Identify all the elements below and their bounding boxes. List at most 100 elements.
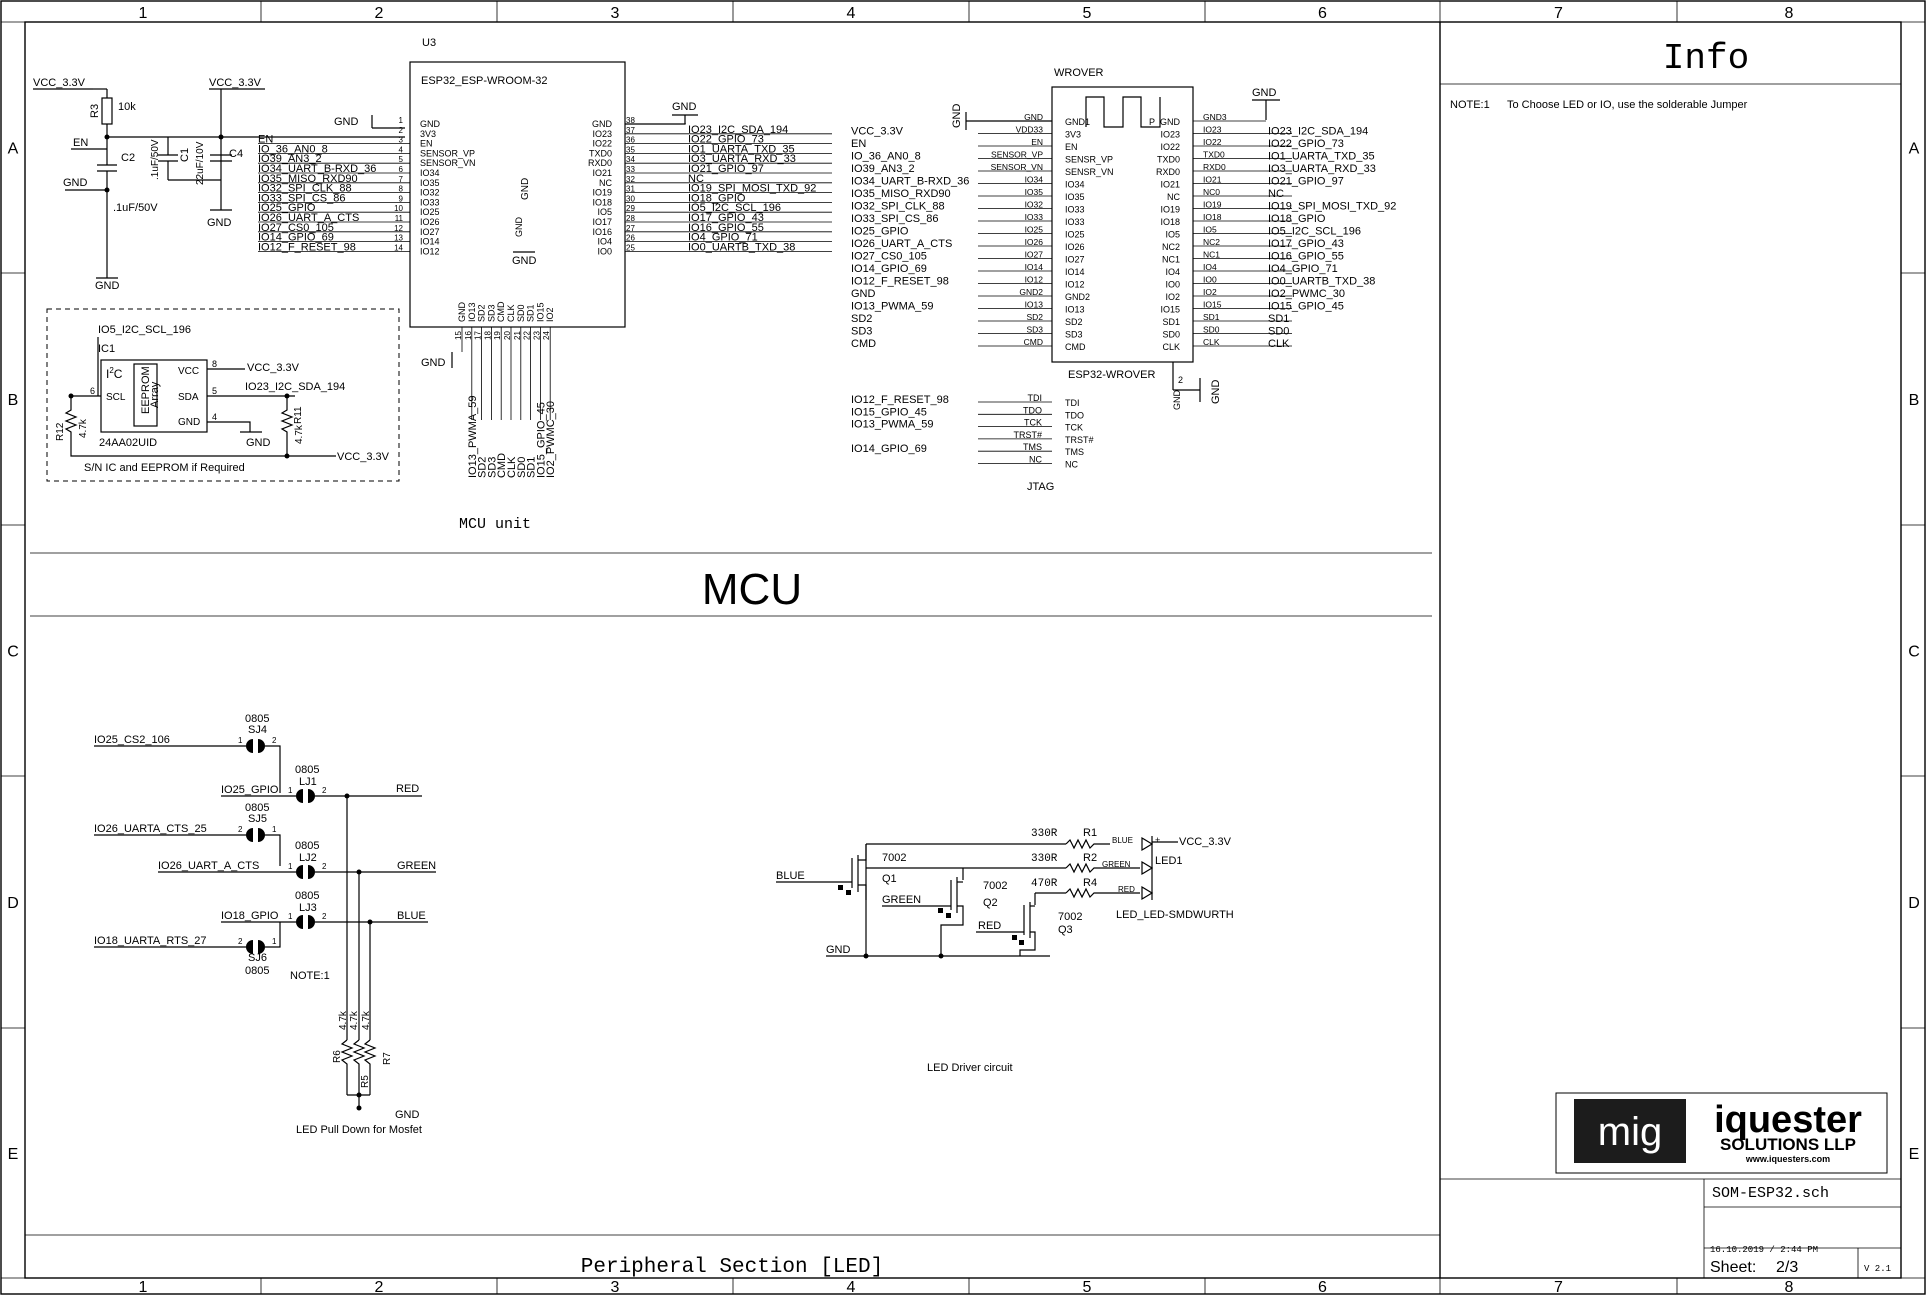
jtag-pin: NC: [1065, 460, 1078, 470]
grid-col-bottom: 1: [139, 1279, 148, 1295]
wrover-left-pad: IO27: [1025, 250, 1044, 260]
power-decoupling: VCC_3.3V R3 10k EN C2 GND .1uF/50V GND V…: [33, 77, 405, 292]
jtag-pin: TMS: [1065, 447, 1084, 457]
r3-name: R3: [89, 104, 101, 118]
gnd-label-c: GND: [207, 217, 232, 229]
eeprom-section-label: S/N IC and EEPROM if Required: [84, 462, 245, 474]
u3-left-pin: SENSOR_VP: [420, 148, 475, 158]
green-net: GREEN: [397, 860, 436, 872]
u3-right-pin-num: 33: [626, 165, 635, 174]
led1-blue-diode: [1141, 836, 1154, 852]
wrover-right-pin: IO21: [1160, 180, 1180, 190]
u3-gnd-inner: GND: [520, 178, 531, 200]
c4-value: 22uF/10V: [195, 141, 206, 185]
wrover-left-net: GND: [851, 288, 876, 300]
lj2-jumper: [296, 865, 315, 879]
u3-bottom-net: SD0: [516, 457, 528, 478]
mcu-banner: MCU MCU unit: [30, 516, 1432, 617]
lj2-net: IO26_UART_A_CTS: [158, 860, 259, 872]
ic1-part: 24AA02UID: [99, 437, 157, 449]
r1-name: R1: [1083, 827, 1097, 839]
jtag-pad: TCK: [1024, 418, 1042, 428]
u3-right-pin-num: 31: [626, 185, 635, 194]
u3-bottom-pin: SD3: [486, 304, 496, 322]
wrover-right-net: IO1_UARTA_TXD_35: [1268, 151, 1375, 163]
c2-name: C2: [121, 152, 135, 164]
pulldown-label: LED Pull Down for Mosfet: [296, 1124, 422, 1136]
wrover-gnd-left: GND: [951, 104, 963, 129]
wrover-right-pad: NC2: [1203, 237, 1220, 247]
u3-right-pin: IO22: [592, 139, 612, 149]
wrover-right-pin: IO23: [1160, 130, 1180, 140]
wrover-pins: GND1GND3V3VDD33ENENSENSR_VPSENSOR_VPSENS…: [851, 112, 1396, 352]
wrover-body: [1051, 86, 1194, 363]
u3-right-pin-num: 26: [626, 234, 635, 243]
info-title: Info: [1663, 38, 1749, 79]
u3-bottom-pin-num: 20: [503, 331, 512, 340]
r11-resistor: [280, 396, 294, 456]
led-jumper-section: 0805 SJ4 IO25_CS2_106 1 2 0805 LJ1 IO25_…: [94, 713, 436, 1136]
u3-left-pin: IO34: [420, 168, 440, 178]
u3-bottom-net: SD2: [477, 457, 489, 478]
ic1-vcc: VCC: [178, 366, 199, 377]
grid-col-top: 5: [1083, 5, 1092, 22]
u3-right-pin: IO21: [592, 168, 612, 178]
wrover-right-pad: IO5: [1203, 225, 1217, 235]
u3-gnd-bottom-left: GND: [421, 357, 446, 369]
u3-left-pin-num: 4: [399, 145, 404, 154]
wrover-right-pin: NC: [1167, 192, 1180, 202]
u3-right-pin-num: 34: [626, 155, 635, 164]
lj3-jumper: [296, 915, 315, 929]
grid-col-top: 4: [847, 5, 856, 22]
ic1-sda: SDA: [178, 392, 199, 403]
version: V 2.1: [1864, 1264, 1891, 1274]
u3-left-pin: IO35: [420, 178, 440, 188]
wrover-bottom-pin: GND: [1172, 390, 1182, 411]
jtag-pad: TRST#: [1013, 430, 1042, 440]
wrover-right-net: SD1: [1268, 313, 1289, 325]
wrover-left-pad: SD2: [1026, 312, 1043, 322]
wrover-right-net: IO4_GPIO_71: [1268, 263, 1338, 275]
led-driver-gnd: GND: [826, 944, 851, 956]
grid-col-bottom: 2: [375, 1279, 384, 1295]
wrover-left-net: IO35_MISO_RXD90: [851, 188, 951, 200]
lj3-package: 0805: [295, 890, 319, 902]
u3-left-pin: IO26: [420, 217, 440, 227]
wrover-left-pad: SD3: [1026, 325, 1043, 335]
wrover-right-pad: IO15: [1203, 300, 1222, 310]
file-name: SOM-ESP32.sch: [1712, 1185, 1829, 1202]
q2-part: 7002: [983, 880, 1007, 892]
grid-col-bottom: 4: [847, 1279, 856, 1295]
sj6-pin2: 2: [238, 937, 243, 946]
u3-bottom-pin: SD2: [477, 304, 487, 322]
wrover-right-pad: IO4: [1203, 262, 1217, 272]
red-net: RED: [396, 783, 419, 795]
jtag-pin: TDO: [1065, 410, 1084, 420]
wrover-right-pad: IO19: [1203, 200, 1222, 210]
wrover-left-net: IO26_UART_A_CTS: [851, 238, 952, 250]
lj1-pin2: 2: [322, 786, 327, 795]
wrover-right-net: IO5_I2C_SCL_196: [1268, 226, 1361, 238]
u3-right-pin-num: 30: [626, 194, 635, 203]
u3-bottom-pin-num: 23: [532, 331, 541, 340]
wrover-right-net: IO17_GPIO_43: [1268, 238, 1344, 250]
wrover-left-pin: IO27: [1065, 255, 1085, 265]
sj5-net: IO26_UARTA_CTS_25: [94, 823, 207, 835]
wrover-right-pin: IO4: [1165, 267, 1180, 277]
lj3-pin1: 1: [288, 912, 293, 921]
wrover-right-pin: IO18: [1160, 217, 1180, 227]
grid-col-bottom: 7: [1554, 1279, 1563, 1295]
eeprom-scl-net: IO5_I2C_SCL_196: [98, 324, 191, 336]
mcu-unit-label: MCU unit: [459, 516, 531, 533]
u3-left-pin-num: 12: [394, 224, 403, 233]
jtag-net: IO14_GPIO_69: [851, 443, 927, 455]
u3-left-pin-num: 11: [395, 214, 404, 223]
lj3-name: LJ3: [299, 902, 317, 914]
r12-name: R12: [55, 422, 66, 441]
wrover-right-pad: IO21: [1203, 175, 1222, 185]
wrover-right-net: IO2_PWMC_30: [1268, 288, 1345, 300]
sj6-net: IO18_UARTA_RTS_27: [94, 935, 207, 947]
iquester-logo-url: www.iquesters.com: [1745, 1154, 1830, 1164]
u3-right-net: NC: [688, 173, 704, 185]
r5-value: 4.7k: [349, 1010, 360, 1030]
